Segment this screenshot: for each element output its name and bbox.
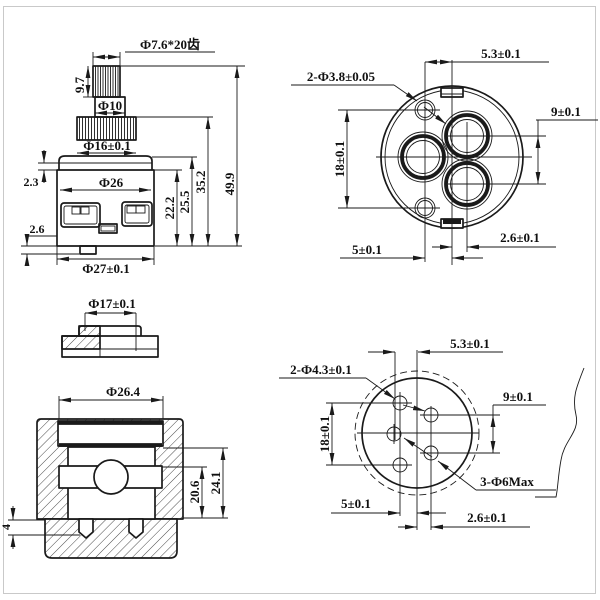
dim-outer-height: 24.1 — [208, 472, 223, 495]
stem-knurl — [95, 66, 119, 97]
dim-stem-teeth: Ф7.6*20齿 — [140, 37, 200, 52]
break-line — [535, 367, 585, 498]
dim-total-height: 49.9 — [222, 172, 237, 195]
dim-height-25: 25.5 — [177, 190, 192, 213]
dim-body-dia: Ф26 — [99, 175, 124, 190]
dim-height-35: 35.2 — [193, 171, 208, 194]
align-pin-left — [78, 518, 94, 539]
dim-small-holes: 2-Ф3.8±0.05 — [307, 69, 376, 84]
dim-bottom-offset: 5±0.1 — [341, 496, 371, 511]
cap-base — [61, 335, 159, 358]
dim-inner-height: 20.6 — [187, 480, 202, 503]
dim-bottom-right-offset: 2.6±0.1 — [467, 510, 507, 525]
bottom-port-view: 5.3±0.1 2-Ф4.3±0.1 9±0.1 18±0.1 3-Ф6Max … — [279, 336, 585, 530]
dim-outer-dia: Ф26.4 — [106, 384, 140, 399]
section-view: Ф26.4 4 20.6 24.1 — [0, 384, 228, 559]
cap-view: Ф17±0.1 — [61, 296, 159, 358]
cartridge-body — [56, 169, 155, 247]
dim-base-dia: Ф27±0.1 — [82, 261, 130, 276]
port-seals — [397, 110, 493, 210]
dim-top-offset: 5.3±0.1 — [450, 336, 490, 351]
dim-right-pitch: 9±0.1 — [503, 389, 533, 404]
dim-stem-height: 9.7 — [72, 76, 87, 93]
dim-pin-height: 4 — [0, 524, 13, 530]
dim-left-pitch: 18±0.1 — [332, 141, 347, 177]
dim-bore-dia: Ф17±0.1 — [88, 296, 136, 311]
dim-top-offset: 5.3±0.1 — [481, 46, 521, 61]
spline-teeth — [79, 117, 134, 140]
dim-bottom-offset: 5±0.1 — [352, 242, 382, 257]
cap-boss — [78, 325, 142, 336]
side-view: Ф7.6*20齿 9.7 Ф10 Ф16±0.1 2.3 Ф26 2.6 Ф27… — [21, 37, 245, 276]
bottom-tab — [79, 245, 97, 255]
dim-left-pitch: 18±0.1 — [317, 416, 332, 452]
dim-flange-step: 2.3 — [24, 175, 39, 189]
dim-tab-height: 2.6 — [30, 222, 45, 236]
dim-right-pitch: 9±0.1 — [551, 104, 581, 119]
dim-small-holes: 2-Ф4.3±0.1 — [290, 362, 352, 377]
dim-max-holes: 3-Ф6Max — [480, 474, 534, 489]
align-pin-right — [128, 518, 144, 539]
valve-ball — [93, 459, 129, 495]
dim-body-height: 22.2 — [162, 197, 177, 220]
dim-stem-dia: Ф10 — [98, 98, 122, 113]
flange — [58, 155, 153, 170]
top-port-view: 5.3±0.1 2-Ф3.8±0.05 9±0.1 18±0.1 5±0.1 2… — [291, 46, 598, 265]
image-border — [3, 6, 596, 594]
dim-bottom-right-offset: 2.6±0.1 — [500, 230, 540, 245]
dim-spline-dia: Ф16±0.1 — [83, 138, 131, 153]
section-base — [44, 518, 178, 559]
